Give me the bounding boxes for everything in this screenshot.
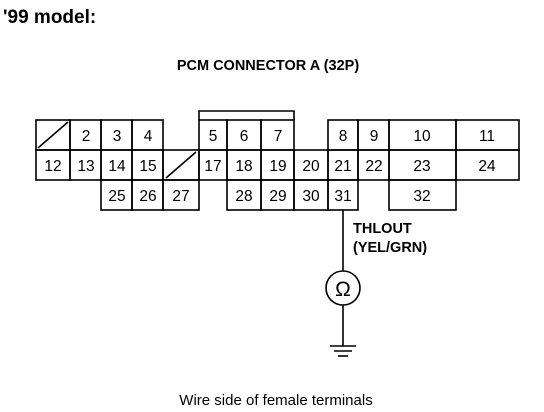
pin-cell-27 (162, 179, 200, 211)
pin-number-27: 27 (172, 188, 189, 205)
pin-number-18: 18 (235, 158, 252, 175)
pin-number-13: 13 (77, 158, 94, 175)
pin-number-28: 28 (235, 188, 252, 205)
pin-number-8: 8 (339, 128, 348, 145)
model-heading: '99 model: (3, 7, 96, 28)
pin-number-30: 30 (302, 188, 320, 205)
diagram-caption: Wire side of female terminals (179, 392, 372, 409)
pin-number-11: 11 (479, 128, 495, 145)
pin-numbers: 2 3 4 5 6 7 8 9 10 11 12 13 14 15 17 18 … (44, 128, 496, 205)
pin-number-2: 2 (82, 128, 91, 145)
pin-number-25: 25 (108, 188, 125, 205)
pin-number-4: 4 (144, 128, 153, 145)
pin-number-29: 29 (269, 188, 286, 205)
connector-title: PCM CONNECTOR A (32P) (177, 58, 360, 74)
pin-number-31: 31 (334, 188, 351, 205)
pin-number-15: 15 (139, 158, 156, 175)
pin-number-10: 10 (413, 128, 431, 145)
pin-number-6: 6 (240, 128, 249, 145)
pin-number-5: 5 (209, 128, 218, 145)
pin-number-12: 12 (44, 158, 61, 175)
empty-pin-slash (165, 151, 197, 179)
connector-lock-tab (198, 110, 295, 120)
pin-number-17: 17 (204, 158, 221, 175)
empty-pin-slash (37, 121, 69, 149)
pin-cell-24 (455, 149, 520, 181)
ohm-symbol: Ω (335, 278, 351, 301)
pin-number-14: 14 (108, 158, 126, 175)
pin-number-26: 26 (139, 188, 156, 205)
pin-number-3: 3 (113, 128, 122, 145)
pin-number-32: 32 (413, 188, 430, 205)
pcm-connector-a (35, 110, 520, 211)
pin-number-7: 7 (274, 128, 283, 145)
pin-number-19: 19 (269, 158, 286, 175)
wire-color-label: (YEL/GRN) (353, 240, 427, 256)
pin-number-22: 22 (365, 158, 382, 175)
ground-icon (330, 345, 356, 357)
pin-number-21: 21 (334, 158, 351, 175)
pin-number-23: 23 (413, 158, 430, 175)
pin-number-9: 9 (370, 128, 379, 145)
test-circuit (325, 210, 361, 357)
pin-number-20: 20 (302, 158, 320, 175)
pin-cell-32 (388, 179, 457, 211)
pin-number-24: 24 (478, 158, 496, 175)
terminal-label: THLOUT (353, 221, 412, 237)
